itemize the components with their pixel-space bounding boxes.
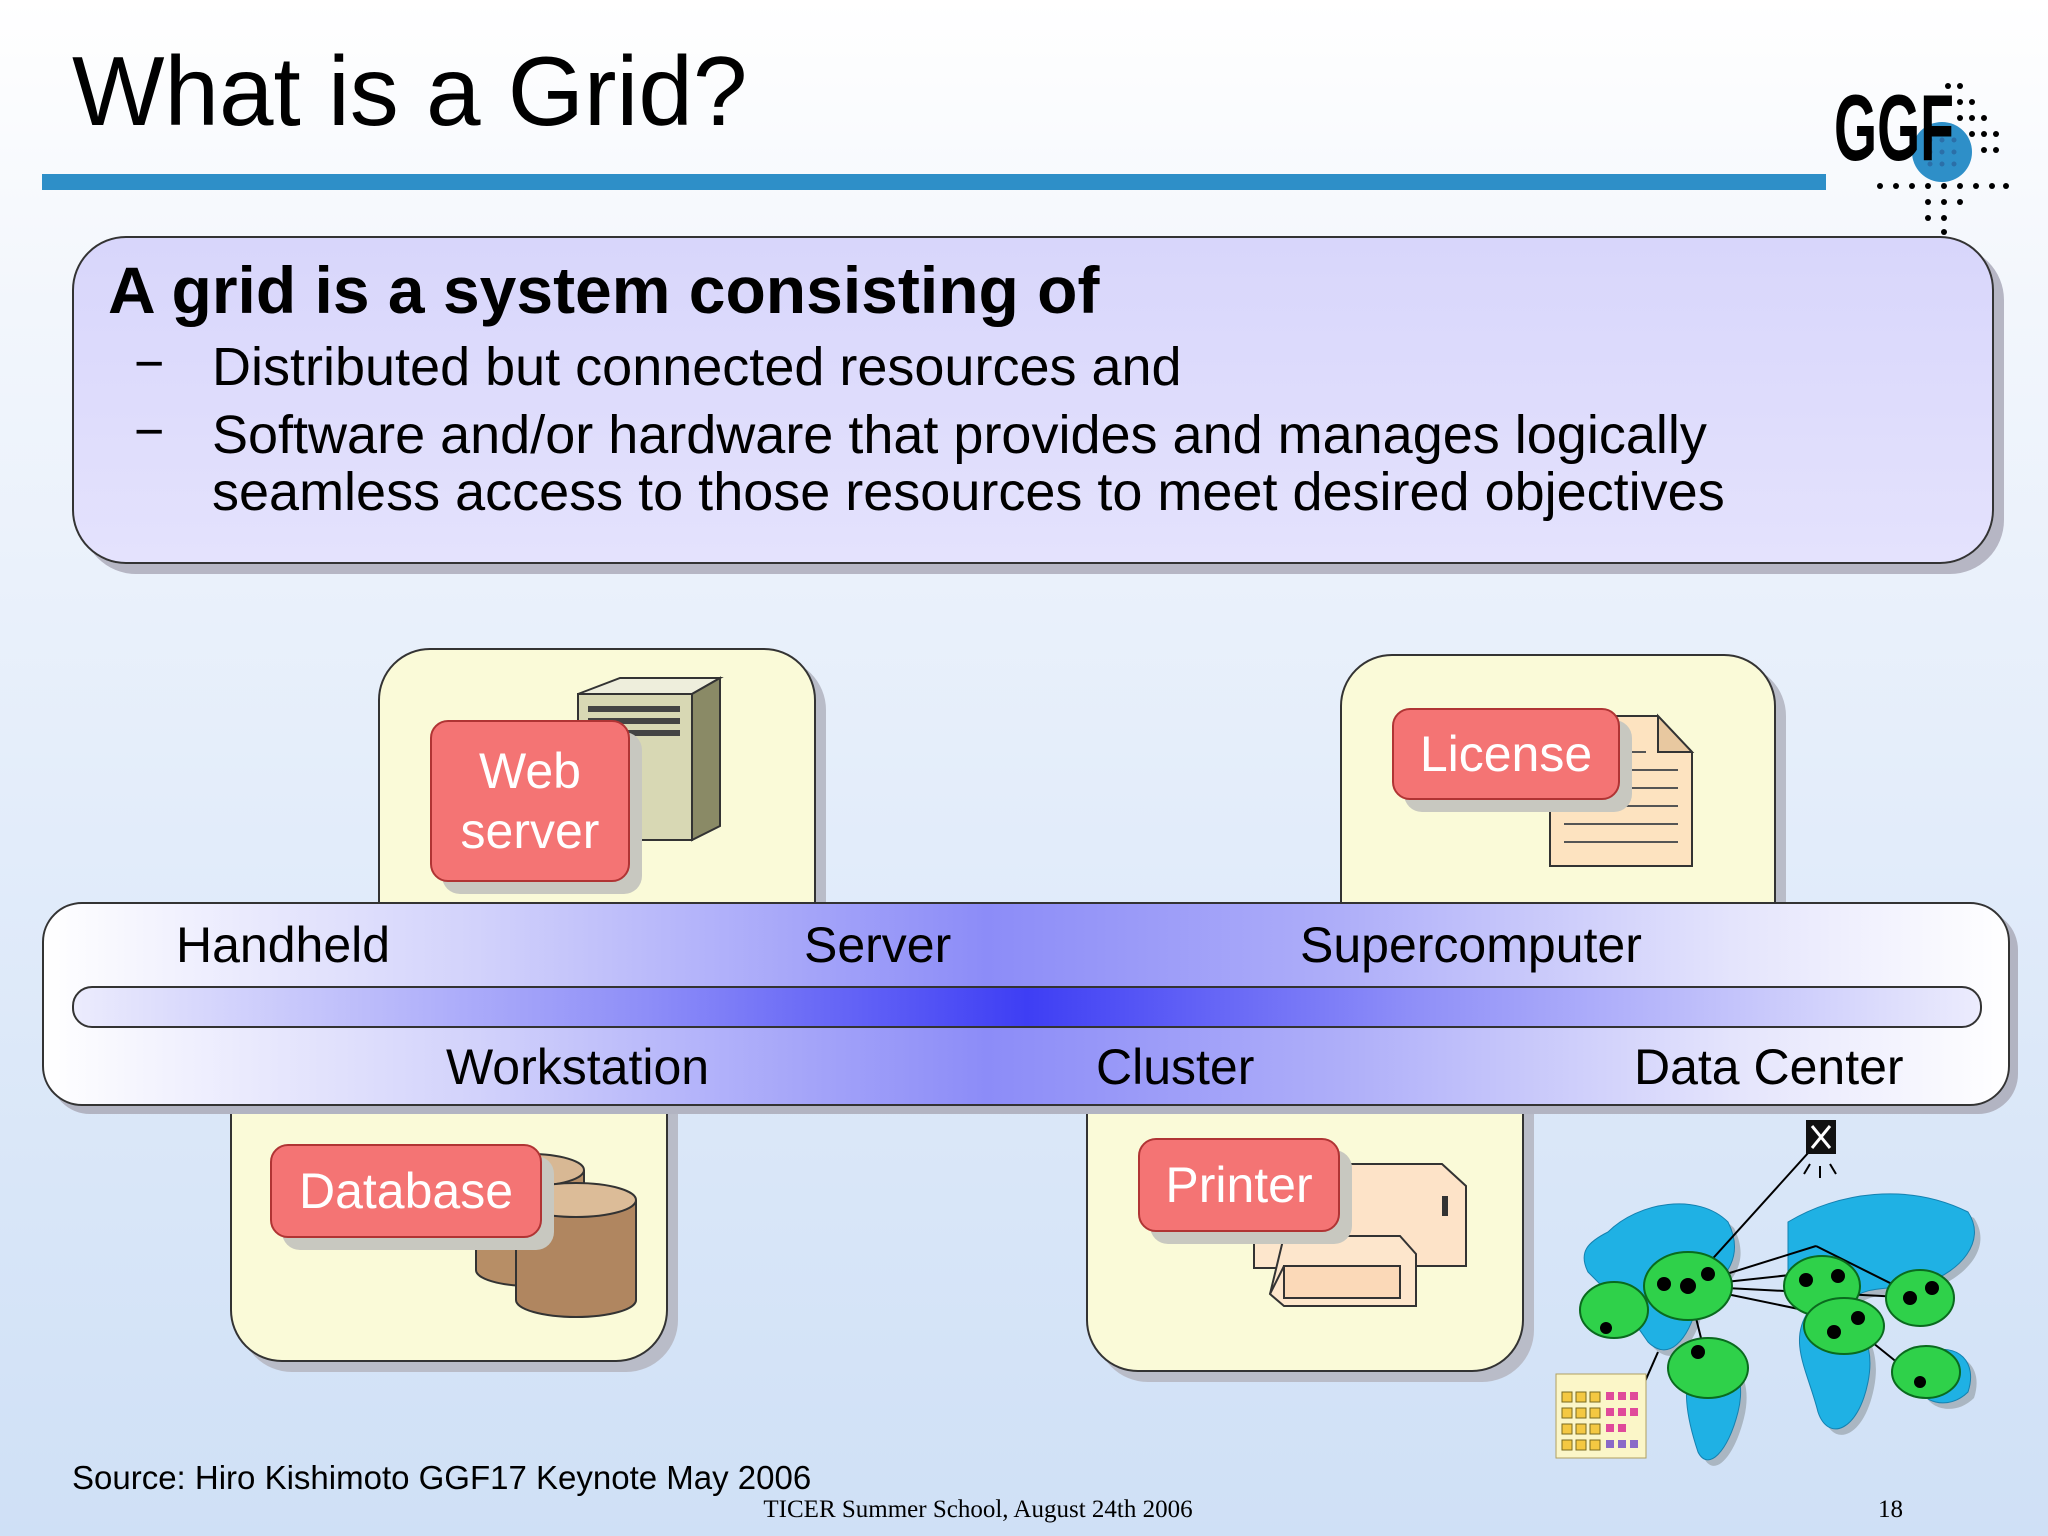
title-underline <box>42 174 1826 190</box>
web-server-label-line-1: Web <box>479 743 581 799</box>
footer-event: TICER Summer School, August 24th 2006 <box>763 1496 1193 1523</box>
logo-text: GGF <box>1834 75 1954 180</box>
printer-tag: Printer <box>1138 1138 1340 1232</box>
web-server-tag: Web server <box>430 720 630 882</box>
database-tag: Database <box>270 1144 542 1238</box>
slide-title: What is a Grid? <box>72 36 748 146</box>
bullet-text-2-line-1: Software and/or hardware that provides a… <box>212 405 1707 465</box>
spectrum-label-server: Server <box>804 917 952 973</box>
spectrum-gradient-tube <box>72 986 1982 1028</box>
definition-box <box>72 236 1994 564</box>
web-server-label-line-2: server <box>460 803 600 859</box>
source-citation: Source: Hiro Kishimoto GGF17 Keynote May… <box>72 1459 812 1496</box>
spectrum-label-handheld: Handheld <box>176 917 391 973</box>
bullet-dash: − <box>134 335 165 393</box>
definition-heading: A grid is a system consisting of <box>108 253 1100 327</box>
spectrum-label-cluster: Cluster <box>1096 1039 1255 1095</box>
spectrum-label-workstation: Workstation <box>446 1039 710 1095</box>
spectrum-label-data-center: Data Center <box>1634 1039 1904 1095</box>
spectrum-label-supercomputer: Supercomputer <box>1300 917 1642 973</box>
bullet-text-1: Distributed but connected resources and <box>212 337 1182 397</box>
logo-dot-grid <box>1877 83 2009 235</box>
world-network-map-icon <box>1555 1120 1981 1466</box>
ggf-logo: GGF <box>1834 75 2009 235</box>
page-number: 18 <box>1878 1496 1903 1523</box>
bullet-dash: − <box>134 403 165 461</box>
license-tag: License <box>1392 708 1620 800</box>
bullet-text-2-line-2: seamless access to those resources to me… <box>212 462 1725 522</box>
